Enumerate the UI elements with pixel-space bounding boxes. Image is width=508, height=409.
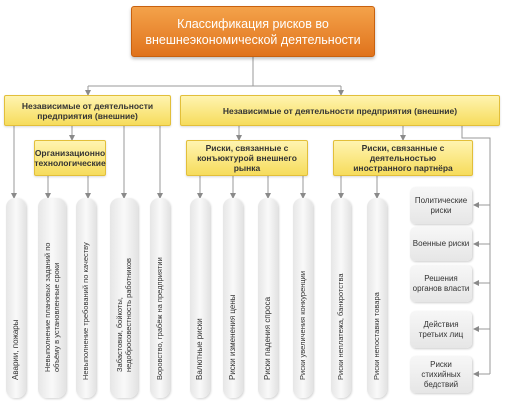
risk-competition-label: Риски увеличения конкуренции bbox=[298, 270, 307, 380]
risk-accidents: Аварии, пожары bbox=[6, 198, 26, 398]
risk-military: Военные риски bbox=[410, 227, 472, 261]
risk-third-parties: Действия третьих лиц bbox=[410, 311, 472, 348]
subgroup-partner: Риски, связанные с деятельностью иностра… bbox=[333, 140, 473, 176]
diagram-title: Классификация рисков во внешнеэкономичес… bbox=[131, 6, 375, 57]
risk-currency-label: Валютные риски bbox=[195, 318, 204, 380]
subgroup-market: Риски, связанные с конъюктурой внешнего … bbox=[186, 140, 308, 176]
risk-nonpayment-label: Риски неплатежа, банкротства bbox=[336, 273, 345, 380]
risk-strikes: Забастовки, бойкоты, недобросовестность … bbox=[110, 198, 138, 398]
risk-nondelivery-label: Риски непоставки товара bbox=[372, 292, 381, 380]
risk-competition: Риски увеличения конкуренции bbox=[293, 198, 313, 398]
risk-plan-failure: Невыполнение плановых заданий по объёму … bbox=[38, 198, 66, 398]
group-external: Независимые от деятельности предприятия … bbox=[180, 95, 500, 126]
risk-theft: Воровство, грабёж на предприятии bbox=[150, 198, 170, 398]
group-independent: Независимые от деятельности предприятия … bbox=[4, 95, 171, 126]
risk-price: Риски изменения цены bbox=[223, 198, 243, 398]
risk-authorities: Решения органов власти bbox=[410, 265, 472, 302]
risk-political: Политические риски bbox=[410, 187, 472, 224]
risk-currency: Валютные риски bbox=[190, 198, 210, 398]
risk-price-label: Риски изменения цены bbox=[228, 294, 237, 381]
risk-theft-label: Воровство, грабёж на предприятии bbox=[155, 257, 164, 380]
risk-plan-failure-label: Невыполнение плановых заданий по объёму … bbox=[43, 242, 61, 372]
subgroup-org-tech: Организационно технологические bbox=[34, 140, 106, 176]
risk-quality: Невыполнение требований по качеству bbox=[76, 198, 96, 398]
risk-demand-label: Риски падения спроса bbox=[263, 296, 272, 380]
risk-quality-label: Невыполнение требований по качеству bbox=[81, 242, 90, 380]
risk-accidents-label: Аварии, пожары bbox=[11, 319, 20, 380]
risk-demand: Риски падения спроса bbox=[258, 198, 278, 398]
risk-disasters: Риски стихийных бедствий bbox=[410, 356, 472, 393]
risk-nondelivery: Риски непоставки товара bbox=[367, 198, 387, 398]
risk-strikes-label: Забастовки, бойкоты, недобросовестность … bbox=[115, 257, 133, 372]
risk-nonpayment: Риски неплатежа, банкротства bbox=[331, 198, 351, 398]
